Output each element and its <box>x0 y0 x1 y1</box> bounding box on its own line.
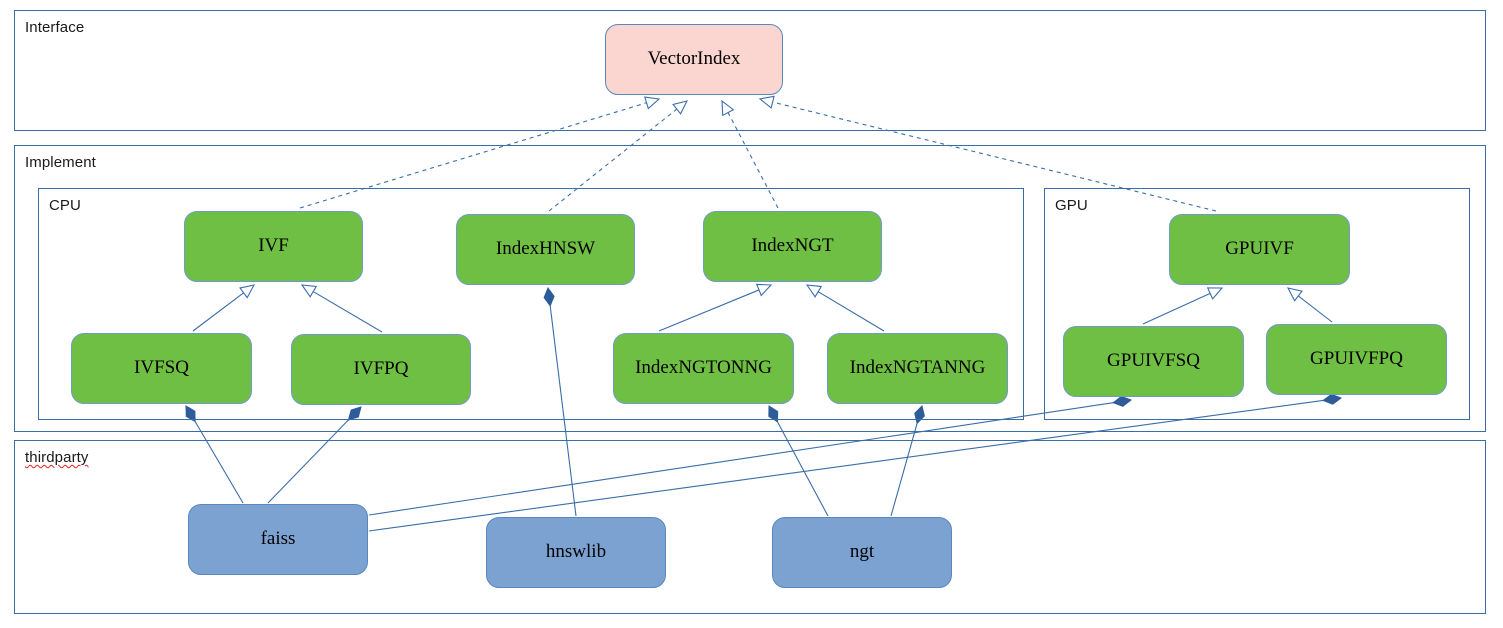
group-box-cpu <box>38 188 1024 420</box>
node-ivfsq[interactable]: IVFSQ <box>71 333 252 404</box>
node-indexhnsw[interactable]: IndexHNSW <box>456 214 635 285</box>
group-label-gpu: GPU <box>1055 197 1088 214</box>
node-indexngtonng[interactable]: IndexNGTONNG <box>613 333 794 404</box>
node-vectorindex[interactable]: VectorIndex <box>605 24 783 95</box>
node-label-indexngt: IndexNGT <box>751 235 834 257</box>
node-label-faiss: faiss <box>260 528 296 550</box>
node-label-indexhnsw: IndexHNSW <box>495 238 596 260</box>
node-label-gpuivfsq: GPUIVFSQ <box>1107 350 1200 372</box>
node-hnswlib[interactable]: hnswlib <box>486 517 666 588</box>
node-faiss[interactable]: faiss <box>188 504 368 575</box>
node-gpuivfpq[interactable]: GPUIVFPQ <box>1266 324 1447 395</box>
node-label-vectorindex: VectorIndex <box>647 48 741 70</box>
node-label-gpuivf: GPUIVF <box>1225 238 1294 260</box>
node-indexngt[interactable]: IndexNGT <box>703 211 882 282</box>
group-box-gpu <box>1044 188 1470 420</box>
node-gpuivf[interactable]: GPUIVF <box>1169 214 1350 285</box>
node-label-indexngtanng: IndexNGTANNG <box>849 357 986 379</box>
node-label-gpuivfpq: GPUIVFPQ <box>1310 348 1403 370</box>
node-label-ngt: ngt <box>849 541 875 563</box>
node-ngt[interactable]: ngt <box>772 517 952 588</box>
node-gpuivfsq[interactable]: GPUIVFSQ <box>1063 326 1244 397</box>
node-indexngtanng[interactable]: IndexNGTANNG <box>827 333 1008 404</box>
group-label-thirdparty: thirdparty <box>25 449 89 466</box>
node-label-ivfsq: IVFSQ <box>134 357 189 379</box>
group-label-cpu: CPU <box>49 197 81 214</box>
group-box-interface <box>14 10 1486 131</box>
node-label-indexngtonng: IndexNGTONNG <box>635 357 772 379</box>
group-box-implement <box>14 145 1486 432</box>
node-label-ivfpq: IVFPQ <box>353 358 409 380</box>
node-label-hnswlib: hnswlib <box>545 541 607 563</box>
group-box-thirdparty <box>14 440 1486 614</box>
group-label-interface: Interface <box>25 19 85 36</box>
group-label-implement: Implement <box>25 154 96 171</box>
node-label-ivf: IVF <box>258 235 289 257</box>
node-ivf[interactable]: IVF <box>184 211 363 282</box>
node-ivfpq[interactable]: IVFPQ <box>291 334 471 405</box>
